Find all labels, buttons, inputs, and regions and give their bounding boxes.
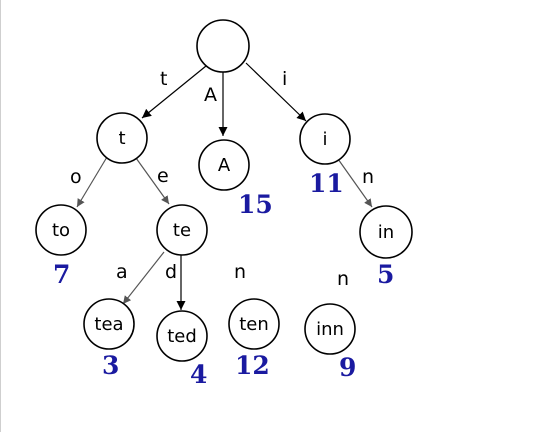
node-in: in bbox=[359, 205, 413, 259]
edge-label-i-in: n bbox=[362, 166, 374, 188]
node-root bbox=[196, 19, 250, 73]
node-tea-label: tea bbox=[94, 314, 123, 335]
edge-t-te bbox=[135, 157, 170, 205]
node-A: A bbox=[198, 139, 250, 191]
value-to: 7 bbox=[53, 260, 70, 289]
edge-te-tea bbox=[122, 251, 165, 305]
edge-root-t bbox=[141, 65, 207, 119]
edge-i-in bbox=[337, 158, 373, 208]
value-in: 5 bbox=[377, 260, 394, 289]
node-t: t bbox=[96, 112, 148, 164]
edge-label-root-i: i bbox=[282, 68, 287, 90]
edge-label-root-A: A bbox=[204, 84, 217, 106]
edge-label-root-t: t bbox=[160, 68, 167, 90]
edge-label-te-tea: a bbox=[116, 261, 128, 283]
edge-label-t-te: e bbox=[157, 165, 169, 187]
node-ten: ten bbox=[228, 298, 280, 350]
node-A-label: A bbox=[218, 155, 231, 176]
node-inn: inn bbox=[304, 303, 356, 355]
node-in-label: in bbox=[378, 222, 394, 243]
value-inn: 9 bbox=[339, 353, 356, 382]
edge-label-te-ted: d bbox=[165, 261, 177, 283]
edge-t-to bbox=[76, 156, 108, 208]
edge-root-i bbox=[245, 62, 307, 122]
node-i-label: i bbox=[322, 129, 327, 150]
edge-label-te-ten: n bbox=[234, 261, 246, 283]
node-ted-label: ted bbox=[167, 326, 197, 347]
node-to-label: to bbox=[52, 220, 70, 241]
node-inn-label: inn bbox=[316, 319, 344, 340]
node-ted: ted bbox=[156, 310, 208, 362]
value-tea: 3 bbox=[102, 351, 119, 380]
value-ted: 4 bbox=[190, 360, 207, 389]
node-tea: tea bbox=[83, 298, 135, 350]
node-te-label: te bbox=[173, 220, 191, 241]
edge-label-t-to: o bbox=[70, 166, 82, 188]
node-ten-label: ten bbox=[239, 314, 269, 335]
value-i: 11 bbox=[309, 169, 344, 198]
node-to: to bbox=[35, 204, 87, 256]
value-ten: 12 bbox=[235, 351, 270, 380]
value-A: 15 bbox=[238, 190, 273, 219]
edge-label-in-inn: n bbox=[337, 268, 349, 290]
node-t-label: t bbox=[118, 128, 125, 149]
node-i: i bbox=[299, 113, 351, 165]
node-te: te bbox=[156, 204, 208, 256]
